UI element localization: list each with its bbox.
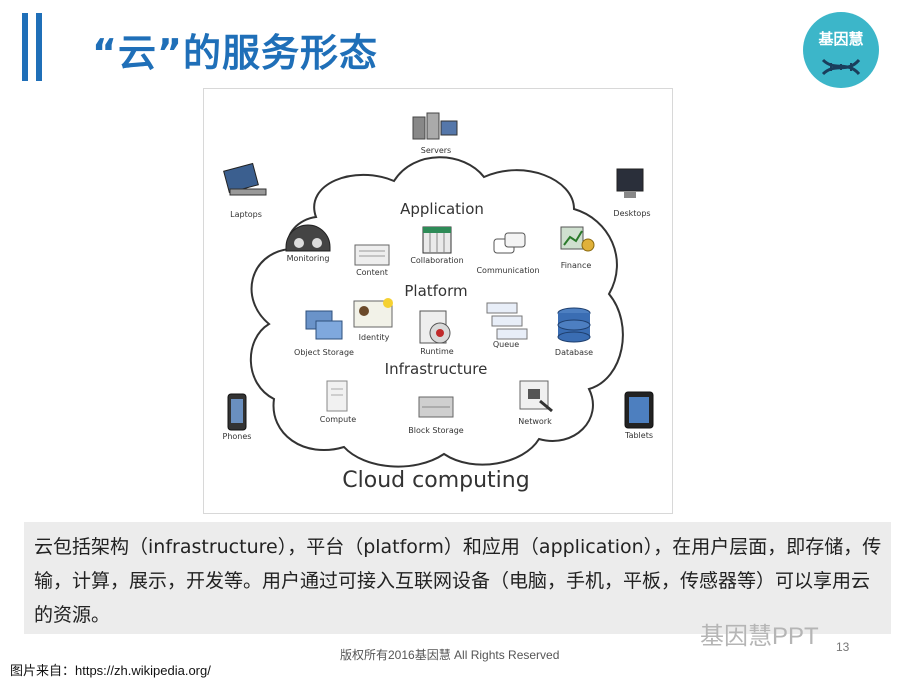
content-icon xyxy=(354,244,390,266)
laptops-label: Laptops xyxy=(230,210,262,219)
tablets-label: Tablets xyxy=(624,431,653,440)
logo-text: 基因慧 xyxy=(818,30,864,48)
collaboration-icon xyxy=(422,226,452,254)
copyright-footer: 版权所有2016基因慧 All Rights Reserved xyxy=(340,648,560,662)
tablet-icon xyxy=(624,391,654,429)
queue-label: Queue xyxy=(493,340,519,349)
servers-icon xyxy=(412,112,458,140)
servers-label: Servers xyxy=(421,146,451,155)
object-storage-label: Object Storage xyxy=(294,348,354,357)
runtime-icon xyxy=(419,310,451,344)
caption-box: 云包括架构（infrastructure），平台（platform）和应用（ap… xyxy=(24,522,891,634)
network-label: Network xyxy=(518,417,552,426)
compute-icon xyxy=(326,380,348,412)
cloud-computing-label: Cloud computing xyxy=(342,468,529,493)
content-label: Content xyxy=(356,268,388,277)
communication-icon xyxy=(493,232,526,254)
database-icon xyxy=(557,307,591,343)
block-storage-icon xyxy=(418,396,454,418)
phones-label: Phones xyxy=(223,432,252,441)
laptop-icon xyxy=(223,162,267,196)
identity-label: Identity xyxy=(359,333,390,342)
platform-layer-label: Platform xyxy=(404,282,467,300)
image-source: 图片来自：https://zh.wikipedia.org/ xyxy=(10,663,211,678)
slide-title: “云”的服务形态 xyxy=(92,31,378,75)
title-accent-bar xyxy=(22,13,28,81)
runtime-label: Runtime xyxy=(420,347,453,356)
logo: 基因慧 xyxy=(803,12,879,88)
dna-icon xyxy=(821,58,861,76)
cloud-computing-diagram: Servers Laptops Desktops Phones Tablets … xyxy=(203,88,673,514)
finance-label: Finance xyxy=(561,261,592,270)
monitoring-icon xyxy=(285,224,331,252)
infrastructure-layer-label: Infrastructure xyxy=(385,360,488,378)
application-layer-label: Application xyxy=(400,200,484,218)
queue-icon xyxy=(486,302,528,340)
finance-icon xyxy=(560,226,595,252)
watermark: 基因慧PPT xyxy=(700,623,819,650)
page-number: 13 xyxy=(836,640,850,654)
block-storage-label: Block Storage xyxy=(408,426,464,435)
database-label: Database xyxy=(555,348,593,357)
desktop-icon xyxy=(616,168,644,198)
caption-text: 云包括架构（infrastructure），平台（platform）和应用（ap… xyxy=(34,536,882,626)
communication-label: Communication xyxy=(476,266,539,275)
object-storage-icon xyxy=(305,310,343,340)
collaboration-label: Collaboration xyxy=(410,256,463,265)
title-accent-bar xyxy=(36,13,42,81)
phone-icon xyxy=(227,393,247,431)
desktops-label: Desktops xyxy=(613,209,650,218)
compute-label: Compute xyxy=(320,415,357,424)
identity-icon xyxy=(353,298,393,328)
monitoring-label: Monitoring xyxy=(287,254,330,263)
network-icon xyxy=(519,380,553,413)
